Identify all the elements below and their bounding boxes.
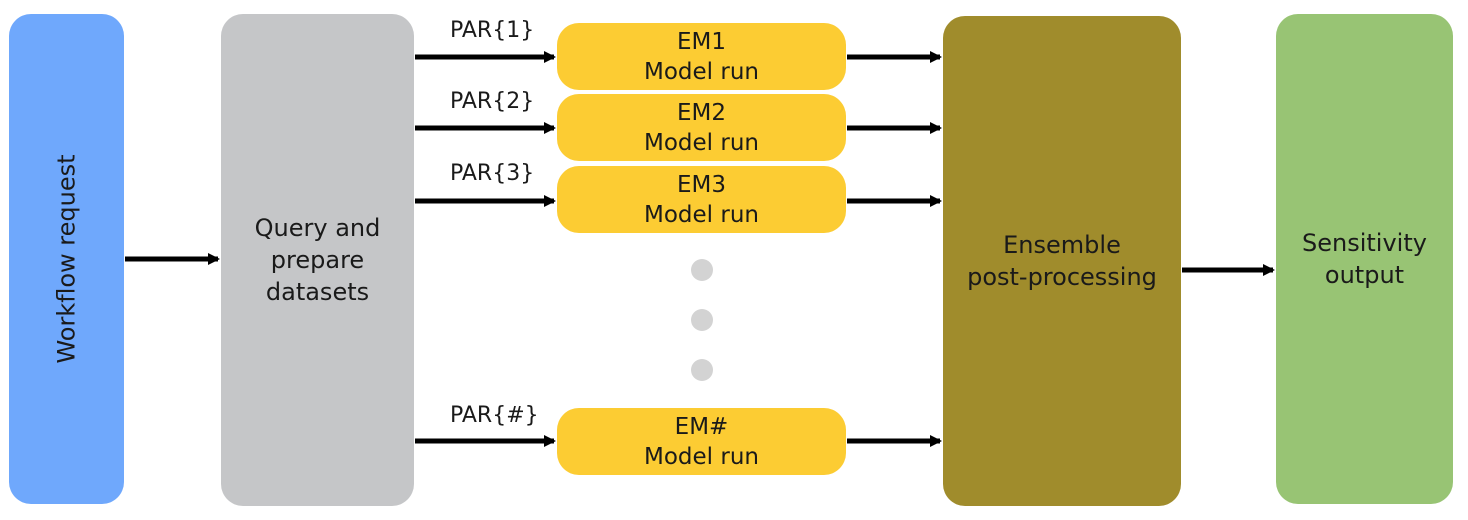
workflow-request-label: Workflow request bbox=[52, 154, 81, 364]
model-run-label-3: Model run bbox=[644, 201, 759, 228]
model-run-box-n: EM# Model run bbox=[557, 408, 846, 475]
ensemble-label-line-1: Ensemble bbox=[1003, 231, 1121, 259]
query-label-line-3: datasets bbox=[265, 278, 370, 306]
model-run-name-n: EM# bbox=[674, 413, 729, 440]
ensemble-post-processing-block: Ensemble post-processing bbox=[943, 16, 1181, 506]
param-label-2: PAR{2} bbox=[450, 89, 535, 114]
model-run-box-2: EM2 Model run bbox=[557, 94, 846, 161]
model-run-label-1: Model run bbox=[644, 58, 759, 85]
sensitivity-label-line-2: output bbox=[1324, 261, 1405, 289]
query-label-line-1: Query and bbox=[254, 214, 381, 242]
workflow-request-block: Workflow request bbox=[9, 14, 124, 504]
model-run-label-2: Model run bbox=[644, 129, 759, 156]
model-run-name-1: EM1 bbox=[676, 28, 726, 55]
ellipsis-dot-2 bbox=[691, 309, 713, 331]
query-label-line-2: prepare bbox=[270, 246, 365, 274]
ellipsis-dot-1 bbox=[691, 259, 713, 281]
ellipsis-dot-3 bbox=[691, 359, 713, 381]
model-run-box-3: EM3 Model run bbox=[557, 166, 846, 233]
model-run-name-2: EM2 bbox=[676, 99, 726, 126]
param-label-3: PAR{3} bbox=[450, 161, 535, 186]
model-run-name-3: EM3 bbox=[676, 171, 726, 198]
sensitivity-output-block: Sensitivity output bbox=[1276, 14, 1453, 504]
param-label-1: PAR{1} bbox=[450, 18, 535, 43]
param-label-n: PAR{#} bbox=[450, 403, 539, 428]
query-prepare-datasets-block: Query and prepare datasets bbox=[221, 14, 414, 506]
sensitivity-label-line-1: Sensitivity bbox=[1302, 229, 1427, 257]
model-run-label-n: Model run bbox=[644, 443, 759, 470]
ensemble-label-line-2: post-processing bbox=[967, 263, 1157, 291]
model-run-box-1: EM1 Model run bbox=[557, 23, 846, 90]
